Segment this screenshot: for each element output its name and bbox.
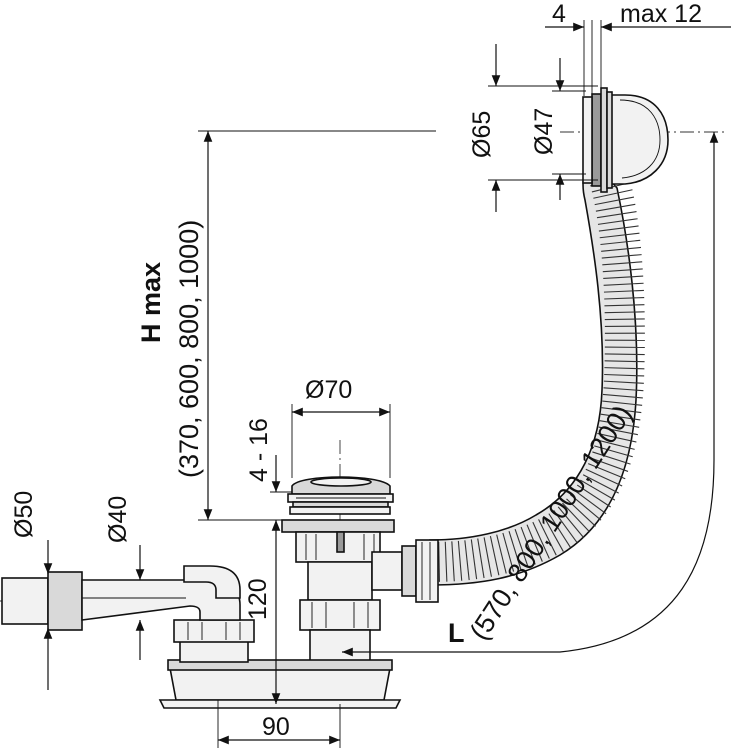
dimension-h-max: H max (370, 600, 800, 1000) bbox=[136, 130, 436, 521]
dim-h-max-values: (370, 600, 800, 1000) bbox=[174, 220, 204, 478]
dim-drain-thickness: 4 - 16 bbox=[245, 418, 273, 482]
dim-overflow-inner: Ø47 bbox=[530, 108, 558, 155]
dim-outlet-inner: Ø40 bbox=[104, 496, 132, 543]
dimension-drain-thickness: 4 - 16 120 bbox=[244, 418, 292, 704]
dim-length-label: L bbox=[448, 618, 465, 648]
dimension-drain-diameter: Ø70 bbox=[291, 376, 391, 478]
dim-length-values: (570, 800, 1000, 1200) bbox=[464, 400, 638, 645]
hose-rib bbox=[604, 353, 645, 356]
dim-width-90: 90 bbox=[262, 713, 290, 741]
dimension-overflow-thickness: 4 max 12 bbox=[545, 0, 731, 96]
dim-overflow-max: max 12 bbox=[620, 0, 702, 28]
hose-rib bbox=[438, 541, 441, 582]
dim-overflow-gap: 4 bbox=[552, 0, 566, 28]
dim-height-120: 120 bbox=[244, 578, 272, 620]
dimension-overflow-diameters: Ø65 Ø47 bbox=[468, 44, 598, 212]
dim-outlet-outer: Ø50 bbox=[10, 491, 38, 538]
dim-h-max-label: H max bbox=[136, 262, 166, 343]
overflow-head bbox=[582, 87, 669, 193]
outlet-elbow bbox=[1, 565, 241, 631]
dim-overflow-outer: Ø65 bbox=[468, 111, 496, 158]
drain-assembly bbox=[281, 476, 439, 671]
hose-rib bbox=[604, 318, 645, 321]
dim-drain-diameter: Ø70 bbox=[305, 376, 352, 404]
dimension-width-90: 90 bbox=[217, 700, 341, 748]
dimension-outlet-diameters: Ø50 Ø40 bbox=[10, 491, 145, 690]
